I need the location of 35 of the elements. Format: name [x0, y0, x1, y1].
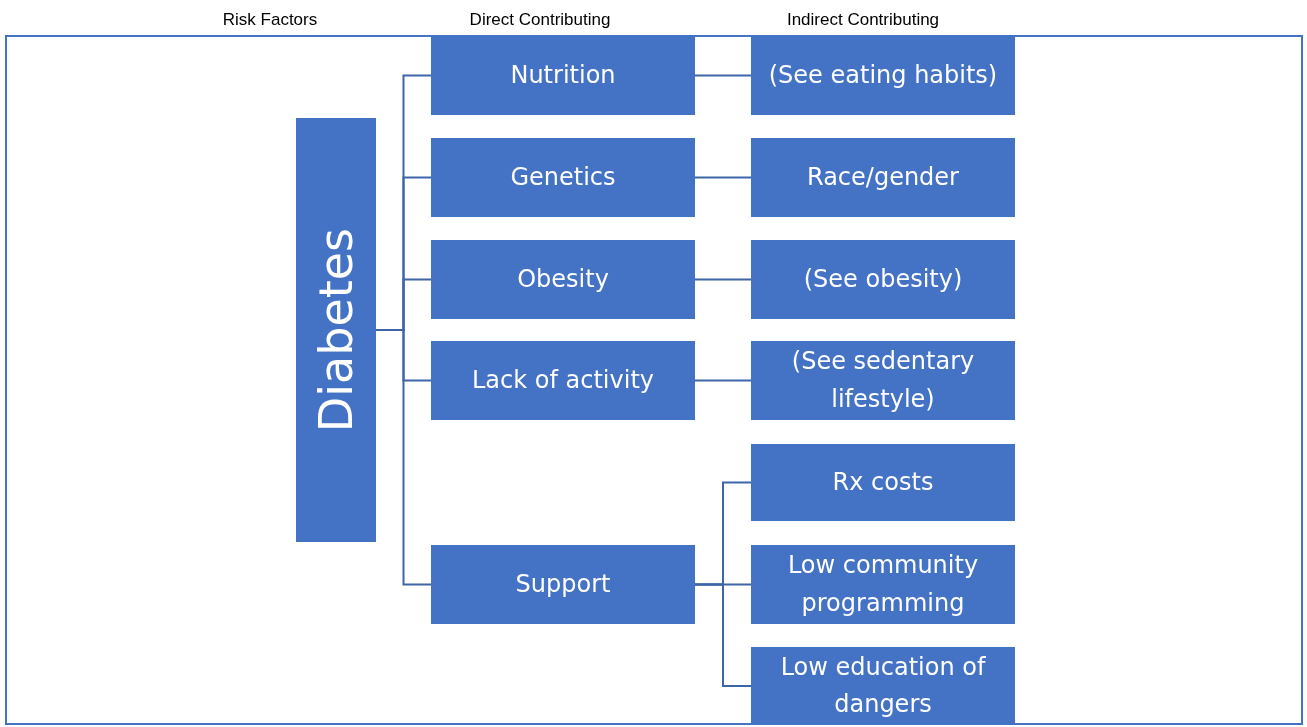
category-box: [431, 341, 695, 420]
box-label: Nutrition: [510, 59, 616, 91]
connector-line: [694, 379, 752, 382]
category-box: [751, 647, 1015, 725]
box-label: Genetics: [510, 161, 616, 193]
box-label: Diabetes: [313, 227, 359, 433]
category-box: [751, 341, 1015, 420]
box-label: Support: [515, 568, 611, 600]
box-label: Race/gender: [807, 161, 959, 193]
connector-line: [694, 583, 752, 687]
box-label: Low community programming: [786, 550, 980, 619]
category-box: [431, 36, 695, 115]
column-heading: Direct Contributing: [469, 10, 611, 30]
category-box: [751, 36, 1015, 115]
column-heading: Risk Factors: [222, 10, 318, 30]
box-label: Rx costs: [832, 466, 934, 498]
box-label: Obesity: [517, 263, 609, 295]
category-box: [431, 138, 695, 217]
category-box: [751, 545, 1015, 624]
category-box: [751, 444, 1015, 521]
category-box: [431, 545, 695, 624]
box-label: (See sedentary lifestyle): [790, 346, 976, 415]
box-label: (See obesity): [803, 263, 963, 295]
box-label: (See eating habits): [768, 59, 998, 91]
category-box: [431, 240, 695, 319]
connector-line: [694, 74, 752, 77]
column-heading: Indirect Contributing: [786, 10, 940, 30]
connector-line: [694, 176, 752, 179]
connector-line: [694, 278, 752, 281]
category-box: [751, 138, 1015, 217]
connector-line: [375, 329, 432, 586]
box-label: Lack of activity: [472, 364, 654, 396]
category-box: [296, 118, 376, 542]
box-label: Low education of dangers: [779, 651, 987, 720]
category-box: [751, 240, 1015, 319]
